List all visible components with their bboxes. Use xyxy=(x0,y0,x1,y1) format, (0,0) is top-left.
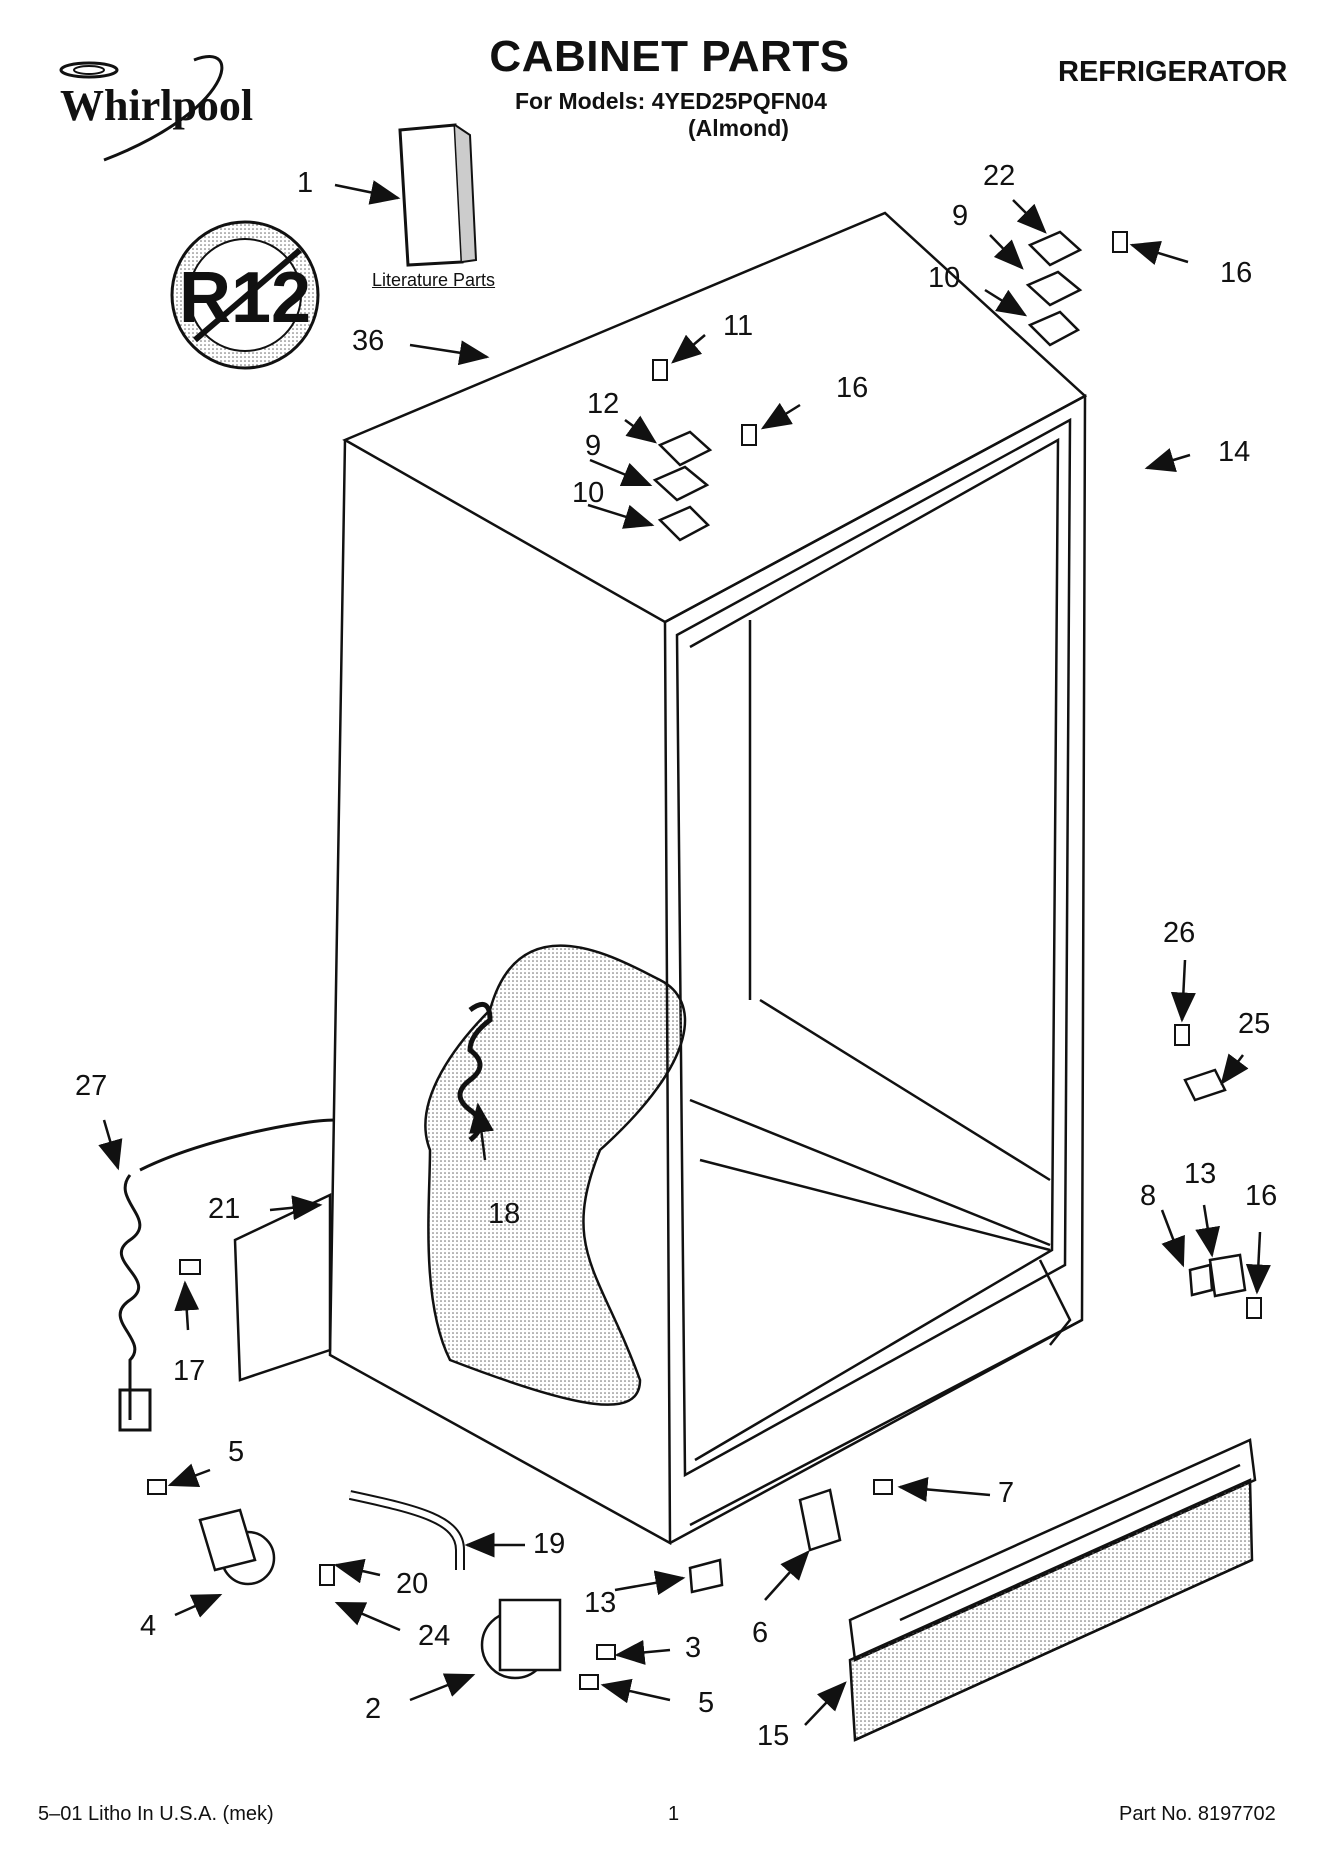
brand-name: Whirlpool xyxy=(60,81,254,130)
callout-17: 17 xyxy=(173,1355,206,1387)
callout-11: 11 xyxy=(723,310,754,342)
callout-20: 20 xyxy=(396,1568,429,1600)
model-number: For Models: 4YED25PQFN04 xyxy=(515,88,827,114)
callout-7: 7 xyxy=(998,1477,1015,1509)
bracket-icon xyxy=(688,1068,1247,1594)
callout-36: 36 xyxy=(352,325,385,357)
callout-12: 12 xyxy=(587,388,620,420)
hinge-assembly-icon xyxy=(652,230,1083,542)
callout-6: 6 xyxy=(752,1617,769,1649)
callout-14: 14 xyxy=(1218,436,1251,468)
footer-litho: 5–01 Litho In U.S.A. (mek) xyxy=(38,1803,274,1825)
toe-grille-icon xyxy=(848,1438,1257,1742)
callout-3: 3 xyxy=(685,1632,702,1664)
insulation-cutaway xyxy=(424,944,687,1406)
page-title: CABINET PARTS xyxy=(489,32,850,81)
callout-15: 15 xyxy=(757,1720,790,1752)
callout-27: 27 xyxy=(75,1070,108,1102)
model-color: (Almond) xyxy=(688,115,789,141)
callout-26: 26 xyxy=(1163,917,1196,949)
callout-10: 10 xyxy=(928,262,961,294)
callout-9: 9 xyxy=(585,430,602,462)
footer-part-number: Part No. 8197702 xyxy=(1119,1803,1276,1825)
roller-assembly-icon xyxy=(198,1508,562,1680)
callout-21: 21 xyxy=(208,1193,241,1225)
callout-18: 18 xyxy=(488,1198,521,1230)
callout-4: 4 xyxy=(140,1610,157,1642)
literature-parts-label: Literature Parts xyxy=(372,270,496,290)
whirlpool-swirl-icon xyxy=(59,55,224,162)
power-cord-icon xyxy=(118,1118,336,1432)
callout-5: 5 xyxy=(698,1687,715,1719)
callout-2: 2 xyxy=(365,1693,382,1725)
callout-13: 13 xyxy=(584,1587,617,1619)
literature-booklet-icon xyxy=(398,123,478,267)
callout-19: 19 xyxy=(533,1528,566,1560)
callout-16: 16 xyxy=(1245,1180,1278,1212)
no-r12-prohibition-icon: R12 xyxy=(170,220,320,370)
callout-1: 1 xyxy=(297,167,314,199)
callout-24: 24 xyxy=(418,1620,451,1652)
callout-9: 9 xyxy=(952,200,969,232)
callout-22: 22 xyxy=(983,160,1016,192)
cabinet-outline xyxy=(328,211,1088,1546)
callout-25: 25 xyxy=(1238,1008,1271,1040)
screw-icon xyxy=(147,231,1262,1690)
callout-16: 16 xyxy=(1220,257,1253,289)
callout-10: 10 xyxy=(572,477,605,509)
callout-16: 16 xyxy=(836,372,869,404)
callout-13: 13 xyxy=(1184,1158,1217,1190)
leader-arrows xyxy=(98,180,1271,1726)
footer-page-number: 1 xyxy=(668,1803,680,1825)
callout-5: 5 xyxy=(228,1436,245,1468)
product-type: REFRIGERATOR xyxy=(1058,56,1288,88)
whirlpool-logo xyxy=(44,50,274,170)
callout-8: 8 xyxy=(1140,1180,1157,1212)
electrical-bracket-icon xyxy=(233,1193,332,1382)
